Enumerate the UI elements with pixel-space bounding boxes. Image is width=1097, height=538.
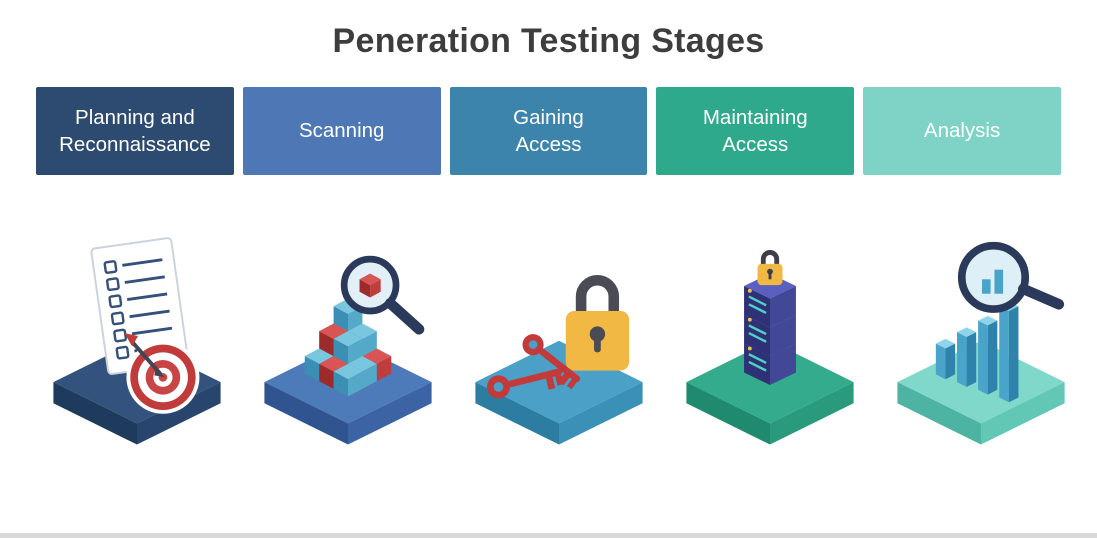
lock-icon xyxy=(757,250,783,286)
target xyxy=(124,333,200,414)
lens-bars xyxy=(981,269,1004,294)
lens-cube xyxy=(359,273,381,298)
dart-icon xyxy=(124,333,165,378)
stage-label: Scanning xyxy=(298,119,385,143)
stages-row: Planning and Reconnaissance Scanning Gai… xyxy=(0,87,1097,175)
stage-label: Analysis xyxy=(923,119,1001,143)
key-icon xyxy=(486,368,564,399)
icon-cell-planning xyxy=(36,189,238,458)
stage-label: Planning and Reconnaissance xyxy=(59,105,211,156)
padlock-icon xyxy=(565,275,630,371)
icon-cell-analysis xyxy=(880,189,1082,458)
magnifier-icon xyxy=(340,255,425,335)
server-lock-icon xyxy=(686,250,854,445)
magnifier-icon xyxy=(957,241,1065,313)
stage-box-gaining-access: Gaining Access xyxy=(449,87,648,175)
bottom-strip xyxy=(0,533,1097,538)
stage-box-planning-reconnaissance: Planning and Reconnaissance xyxy=(36,87,234,175)
icon-cell-scanning xyxy=(247,189,449,458)
keys-padlock-icon xyxy=(475,275,643,445)
icon-cell-maintaining-access xyxy=(669,189,871,458)
page-title: Peneration Testing Stages xyxy=(332,22,765,60)
bar-chart xyxy=(935,301,1019,403)
stage-box-scanning: Scanning xyxy=(242,87,441,175)
magnifier-chart-icon xyxy=(897,241,1065,445)
key-icon xyxy=(522,334,581,390)
stage-label: Gaining Access xyxy=(513,105,584,156)
stage-label: Maintaining Access xyxy=(702,105,808,156)
stage-box-maintaining-access: Maintaining Access xyxy=(656,87,855,175)
server-tower xyxy=(744,273,796,385)
checklist-target-icon xyxy=(53,237,221,445)
magnifier-cubes-icon xyxy=(264,255,432,445)
icons-row xyxy=(0,189,1097,458)
icon-cell-gaining-access xyxy=(458,189,660,458)
stage-box-analysis: Analysis xyxy=(863,87,1061,175)
